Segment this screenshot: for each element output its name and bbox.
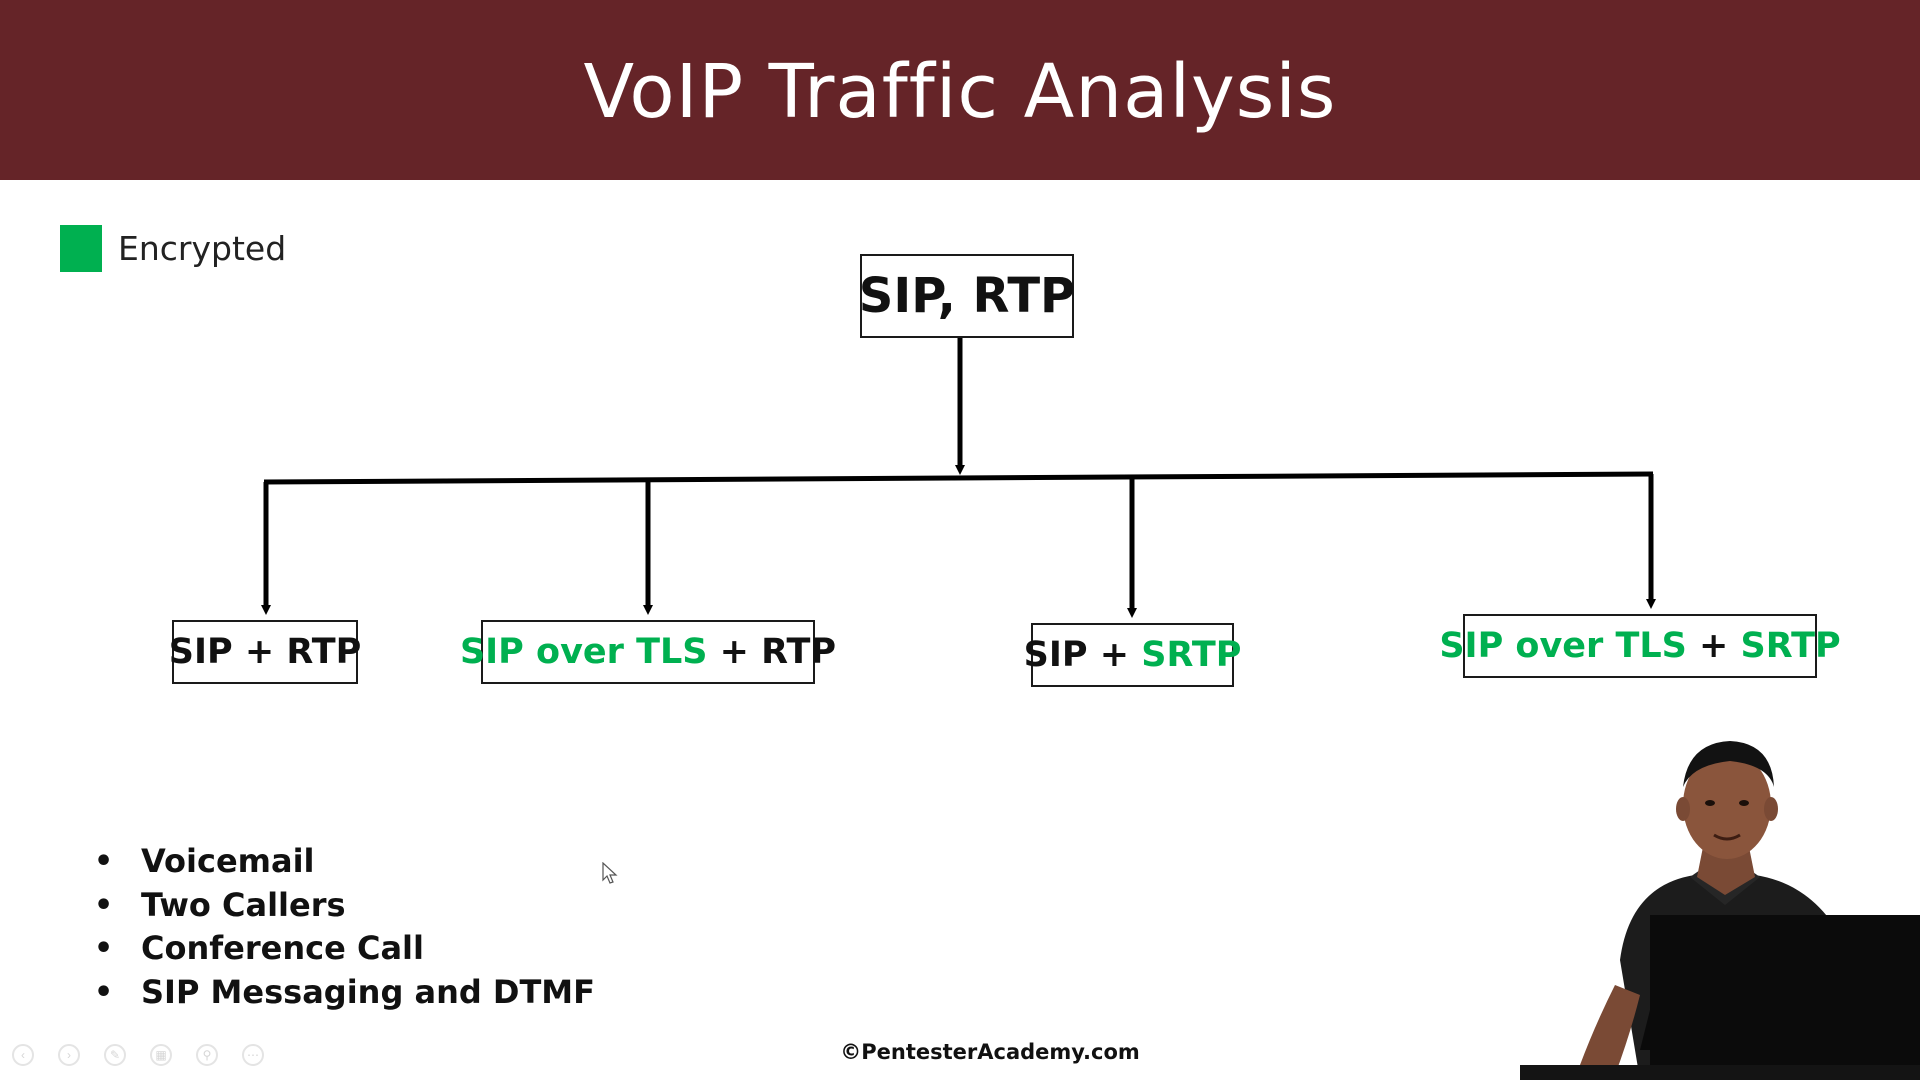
mouse-cursor-icon [602, 862, 618, 886]
node-sip-srtp: SIP + SRTP [1031, 623, 1234, 687]
node-text: SIP + [1024, 635, 1129, 675]
node-text-encrypted: SRTP [1741, 626, 1841, 666]
node-text-encrypted: SRTP [1141, 635, 1241, 675]
node-sip-tls-rtp: SIP over TLS + RTP [481, 620, 815, 684]
node-sip-rtp: SIP + RTP [172, 620, 358, 684]
node-text: + [1699, 626, 1728, 666]
node-sip-tls-srtp: SIP over TLS + SRTP [1463, 614, 1817, 678]
presenter-video-overlay [1520, 735, 1920, 1080]
node-text-encrypted: SIP over TLS [460, 632, 708, 672]
node-text: + RTP [720, 632, 836, 672]
horizontal-bus-line [264, 474, 1653, 482]
bullet-item: SIP Messaging and DTMF [94, 971, 595, 1015]
node-text-encrypted: SIP over TLS [1439, 626, 1687, 666]
node-text: SIP + RTP [169, 632, 361, 672]
bullet-item: Conference Call [94, 927, 595, 971]
bullet-item: Voicemail [94, 840, 595, 884]
root-node-sip-rtp: SIP, RTP [860, 254, 1074, 338]
bullet-item: Two Callers [94, 884, 595, 928]
bullet-list: Voicemail Two Callers Conference Call SI… [94, 840, 595, 1014]
